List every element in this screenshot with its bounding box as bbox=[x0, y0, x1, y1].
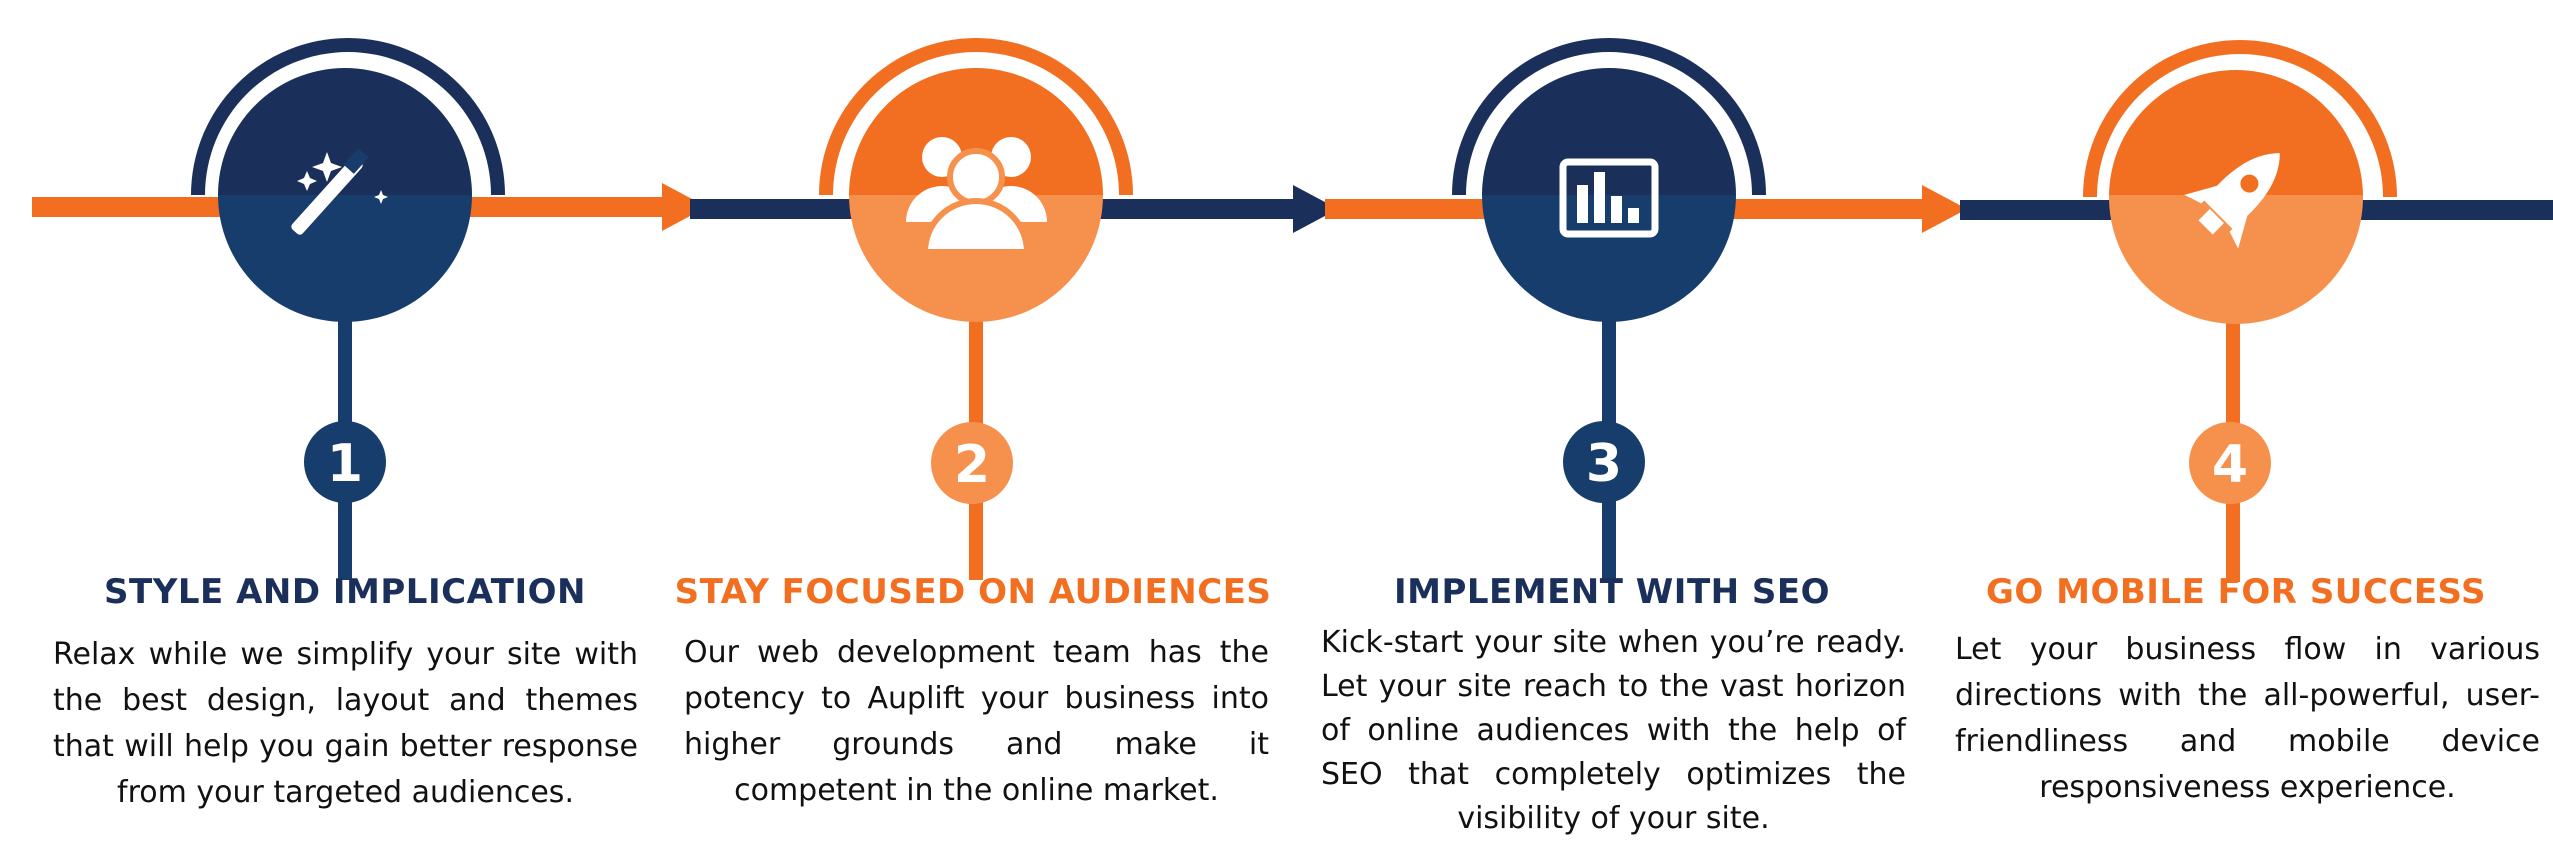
arrow-right-icon bbox=[1922, 185, 1967, 233]
audience-group-icon bbox=[906, 137, 1047, 255]
step-2-description: Our web development team has the potency… bbox=[684, 635, 1269, 808]
step-number-badge bbox=[304, 421, 386, 503]
step-node-3: 3 bbox=[1452, 38, 1766, 580]
step-4-title: GO MOBILE FOR SUCCESS bbox=[1986, 572, 2486, 612]
step-1-title: STYLE AND IMPLICATION bbox=[104, 572, 586, 612]
step-number: 4 bbox=[2212, 435, 2248, 495]
step-1-description: Relax while we simplify your site with t… bbox=[53, 637, 638, 810]
bar-chart-icon bbox=[1559, 158, 1659, 238]
rocket-icon bbox=[2184, 153, 2280, 249]
arrow-right-icon bbox=[1293, 185, 1338, 233]
magic-wand-icon bbox=[291, 148, 388, 235]
step-number-badge bbox=[1563, 421, 1645, 503]
step-2-title: STAY FOCUSED ON AUDIENCES bbox=[674, 572, 1272, 612]
step-number: 3 bbox=[1586, 434, 1622, 494]
step-4-description: Let your business flow in various direct… bbox=[1955, 632, 2540, 805]
step-number-badge bbox=[931, 422, 1013, 504]
step-number: 1 bbox=[327, 434, 363, 494]
arrow-right-icon bbox=[662, 183, 707, 231]
step-3-title: IMPLEMENT WITH SEO bbox=[1393, 572, 1831, 612]
step-node-1: 1 bbox=[191, 38, 505, 580]
step-number: 2 bbox=[954, 435, 990, 495]
step-node-2: 2 bbox=[819, 38, 1133, 580]
step-node-4: 4 bbox=[2083, 40, 2397, 582]
step-3-description: Kick-start your site when you’re ready. … bbox=[1321, 625, 1906, 836]
step-number-badge bbox=[2189, 422, 2271, 504]
